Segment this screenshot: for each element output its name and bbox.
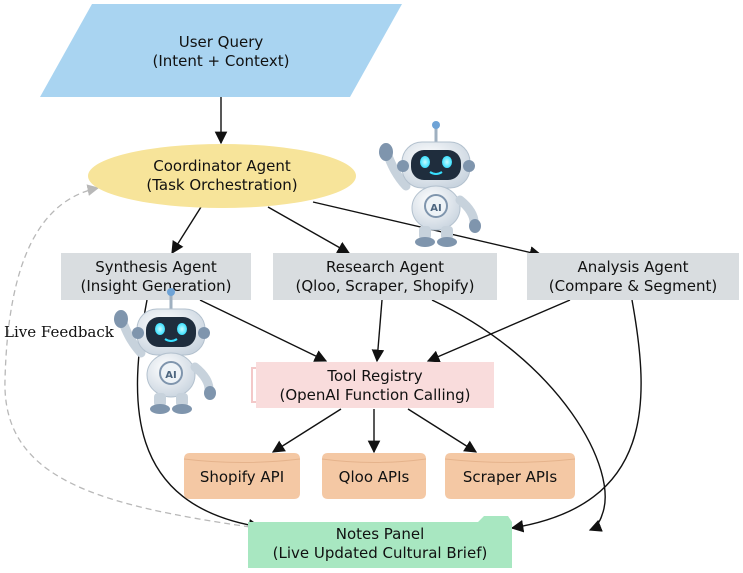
edge-synthesis-to-tool-registry xyxy=(199,299,328,362)
scraper-apis-shape xyxy=(445,453,575,499)
scraper-apis-rim xyxy=(444,458,576,463)
live-feedback-label: Live Feedback xyxy=(4,323,115,341)
research-subtitle: (Qloo, Scraper, Shopify) xyxy=(296,277,475,295)
node-analysis-agent: Analysis Agent (Compare & Segment) xyxy=(527,253,739,300)
edge-analysis-to-tool-registry xyxy=(426,299,571,363)
qloo-apis-shape xyxy=(322,453,426,499)
edge-coordinator-to-research xyxy=(267,206,351,254)
research-shape xyxy=(273,253,497,300)
tool-registry-subtitle: (OpenAI Function Calling) xyxy=(280,386,471,404)
synthesis-subtitle: (Insight Generation) xyxy=(81,277,232,295)
synthesis-title: Synthesis Agent xyxy=(95,258,217,276)
robot-icon xyxy=(379,121,481,247)
user-query-subtitle: (Intent + Context) xyxy=(153,52,290,70)
node-coordinator-agent: Coordinator Agent (Task Orchestration) xyxy=(88,144,356,208)
robot-badge-top: AI xyxy=(430,203,441,214)
node-qloo-apis: Qloo APIs xyxy=(321,453,427,499)
user-query-title: User Query xyxy=(179,33,264,51)
analysis-shape xyxy=(527,253,739,300)
scraper-apis-label: Scraper APIs xyxy=(463,468,558,486)
synthesis-shape xyxy=(61,253,251,300)
analysis-subtitle: (Compare & Segment) xyxy=(549,277,717,295)
edge-research-to-notes xyxy=(431,299,606,532)
notes-panel-shape xyxy=(248,516,512,568)
edge-tool-registry-to-scraper xyxy=(407,408,478,453)
shopify-api-shape xyxy=(184,453,300,499)
tool-registry-edge-tab xyxy=(251,367,256,403)
user-query-shape xyxy=(40,4,402,97)
node-notes-panel: Notes Panel (Live Updated Cultural Brief… xyxy=(248,516,512,568)
coordinator-shape xyxy=(88,144,356,208)
robot-mascot-top: AI xyxy=(379,121,481,247)
node-scraper-apis: Scraper APIs xyxy=(444,453,576,499)
coordinator-title: Coordinator Agent xyxy=(153,157,291,175)
coordinator-subtitle: (Task Orchestration) xyxy=(146,176,297,194)
edge-research-to-tool-registry xyxy=(371,299,385,363)
edge-coordinator-to-synthesis xyxy=(171,206,202,255)
tool-registry-shape xyxy=(256,362,494,408)
robot-icon xyxy=(114,288,216,414)
tool-registry-title: Tool Registry xyxy=(326,367,422,385)
research-title: Research Agent xyxy=(326,258,444,276)
node-shopify-api: Shopify API xyxy=(183,453,301,499)
robot-mascot-left: AI xyxy=(114,288,216,414)
edge-live-feedback xyxy=(4,184,251,528)
analysis-title: Analysis Agent xyxy=(578,258,689,276)
notes-panel-title: Notes Panel xyxy=(336,525,425,543)
notes-panel-subtitle: (Live Updated Cultural Brief) xyxy=(273,544,488,562)
node-synthesis-agent: Synthesis Agent (Insight Generation) xyxy=(61,253,251,300)
node-research-agent: Research Agent (Qloo, Scraper, Shopify) xyxy=(273,253,497,300)
shopify-api-label: Shopify API xyxy=(200,468,284,486)
qloo-apis-label: Qloo APIs xyxy=(339,468,410,486)
shopify-api-rim xyxy=(183,458,301,463)
edge-analysis-to-notes xyxy=(510,299,642,533)
qloo-apis-rim xyxy=(321,458,427,463)
robot-badge-left: AI xyxy=(165,370,176,381)
node-user-query: User Query (Intent + Context) xyxy=(40,4,402,97)
node-tool-registry: Tool Registry (OpenAI Function Calling) xyxy=(251,362,494,408)
edge-tool-registry-to-shopify xyxy=(271,408,342,453)
